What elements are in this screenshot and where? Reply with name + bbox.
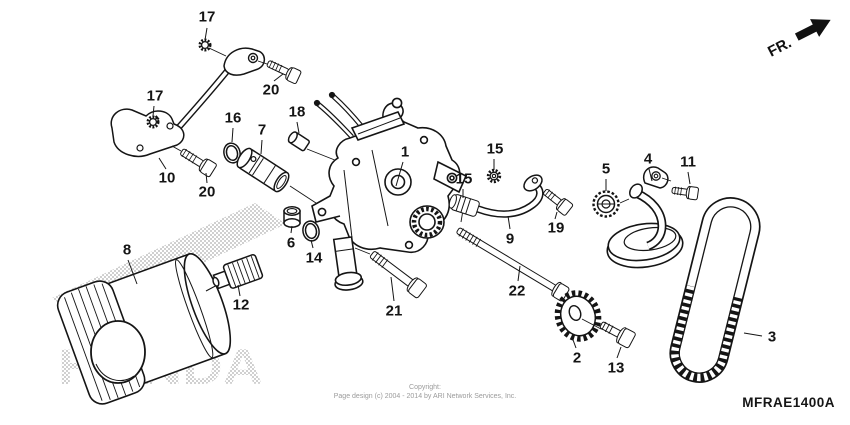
leader-line-13 — [617, 347, 621, 358]
bolt-22 — [454, 223, 570, 301]
callout-19[interactable]: 19 — [547, 219, 565, 237]
o-ring-14 — [301, 220, 321, 243]
callout-6[interactable]: 6 — [286, 234, 296, 252]
leader-line-11 — [688, 172, 690, 184]
callout-21[interactable]: 21 — [385, 302, 403, 320]
leader-lines — [128, 28, 762, 358]
leader-line-22 — [518, 266, 520, 281]
oil-filter — [54, 243, 242, 408]
leader-line-1 — [396, 162, 403, 186]
oil-strainer — [605, 167, 686, 272]
seal-grommet-5 — [594, 192, 630, 217]
bolt-21 — [367, 247, 428, 298]
leader-line-7 — [261, 140, 262, 154]
leader-line-18 — [297, 122, 299, 133]
diagram-code: MFRAE1400A — [742, 395, 835, 410]
bolt-20-top — [258, 57, 302, 84]
leader-line-20a — [274, 74, 283, 81]
copyright-line2: Page design (c) 2004 - 2014 by ARI Netwo… — [333, 392, 517, 400]
pump-sprocket — [552, 288, 604, 344]
callout-4[interactable]: 4 — [643, 150, 653, 168]
callout-1[interactable]: 1 — [400, 143, 410, 161]
callout-18[interactable]: 18 — [288, 103, 306, 121]
callout-17b[interactable]: 17 — [146, 87, 164, 105]
callout-8[interactable]: 8 — [122, 241, 132, 259]
callout-22[interactable]: 22 — [508, 282, 526, 300]
flange-nut-17-left — [148, 117, 158, 127]
callout-16[interactable]: 16 — [224, 109, 242, 127]
leader-line-3 — [744, 333, 762, 336]
dowel-pin-18 — [287, 130, 310, 151]
flange-nut-17-top — [200, 40, 226, 56]
leader-line-10 — [159, 158, 166, 169]
callout-10[interactable]: 10 — [158, 169, 176, 187]
leader-line-20b — [206, 173, 207, 183]
callout-15a[interactable]: 15 — [486, 140, 504, 158]
oil-pump — [312, 93, 466, 292]
collar-6 — [284, 207, 300, 227]
leader-line-16 — [232, 128, 233, 142]
flange-nut-15-upper — [488, 170, 500, 182]
bolt-13 — [597, 317, 636, 348]
callout-5[interactable]: 5 — [601, 160, 611, 178]
callout-12[interactable]: 12 — [232, 296, 250, 314]
fr-direction-arrow: FR. — [765, 19, 831, 61]
bolt-11 — [671, 184, 698, 200]
oil-hose-9 — [448, 172, 545, 217]
callout-2[interactable]: 2 — [572, 349, 582, 367]
leader-line-12 — [238, 285, 240, 296]
leader-line-2 — [572, 337, 576, 348]
callout-14[interactable]: 14 — [305, 249, 323, 267]
bolt-20-left — [172, 145, 217, 177]
leader-line-9 — [508, 216, 510, 229]
callout-17a[interactable]: 17 — [198, 8, 216, 26]
callout-20a[interactable]: 20 — [262, 81, 280, 99]
fr-label: FR. — [765, 34, 794, 60]
callout-7[interactable]: 7 — [257, 121, 267, 139]
leader-line-4 — [649, 169, 652, 181]
oil-pipe-assembly — [111, 48, 264, 156]
callout-11[interactable]: 11 — [680, 153, 696, 171]
drive-chain — [664, 192, 766, 388]
copyright-footer: Copyright: Page design (c) 2004 - 2014 b… — [0, 384, 850, 401]
callout-3[interactable]: 3 — [767, 328, 777, 346]
leader-line-17b — [153, 106, 154, 116]
arrow-icon — [794, 19, 831, 41]
washer-16 — [222, 141, 243, 164]
leader-line-17a — [205, 28, 207, 40]
relief-valve-7 — [234, 146, 291, 194]
copyright-line1: Copyright: — [409, 384, 441, 391]
leader-line-8 — [128, 260, 137, 284]
leader-line-21 — [391, 277, 394, 301]
leader-line-6 — [291, 226, 292, 233]
callout-13[interactable]: 13 — [607, 359, 625, 377]
leader-line-14 — [311, 240, 313, 248]
callout-15b[interactable]: 15 — [455, 170, 473, 188]
bolt-19 — [540, 186, 573, 216]
filter-joint-fitting — [206, 254, 263, 294]
callout-9[interactable]: 9 — [505, 230, 515, 248]
callout-20b[interactable]: 20 — [198, 183, 216, 201]
leader-line-19 — [555, 212, 557, 219]
